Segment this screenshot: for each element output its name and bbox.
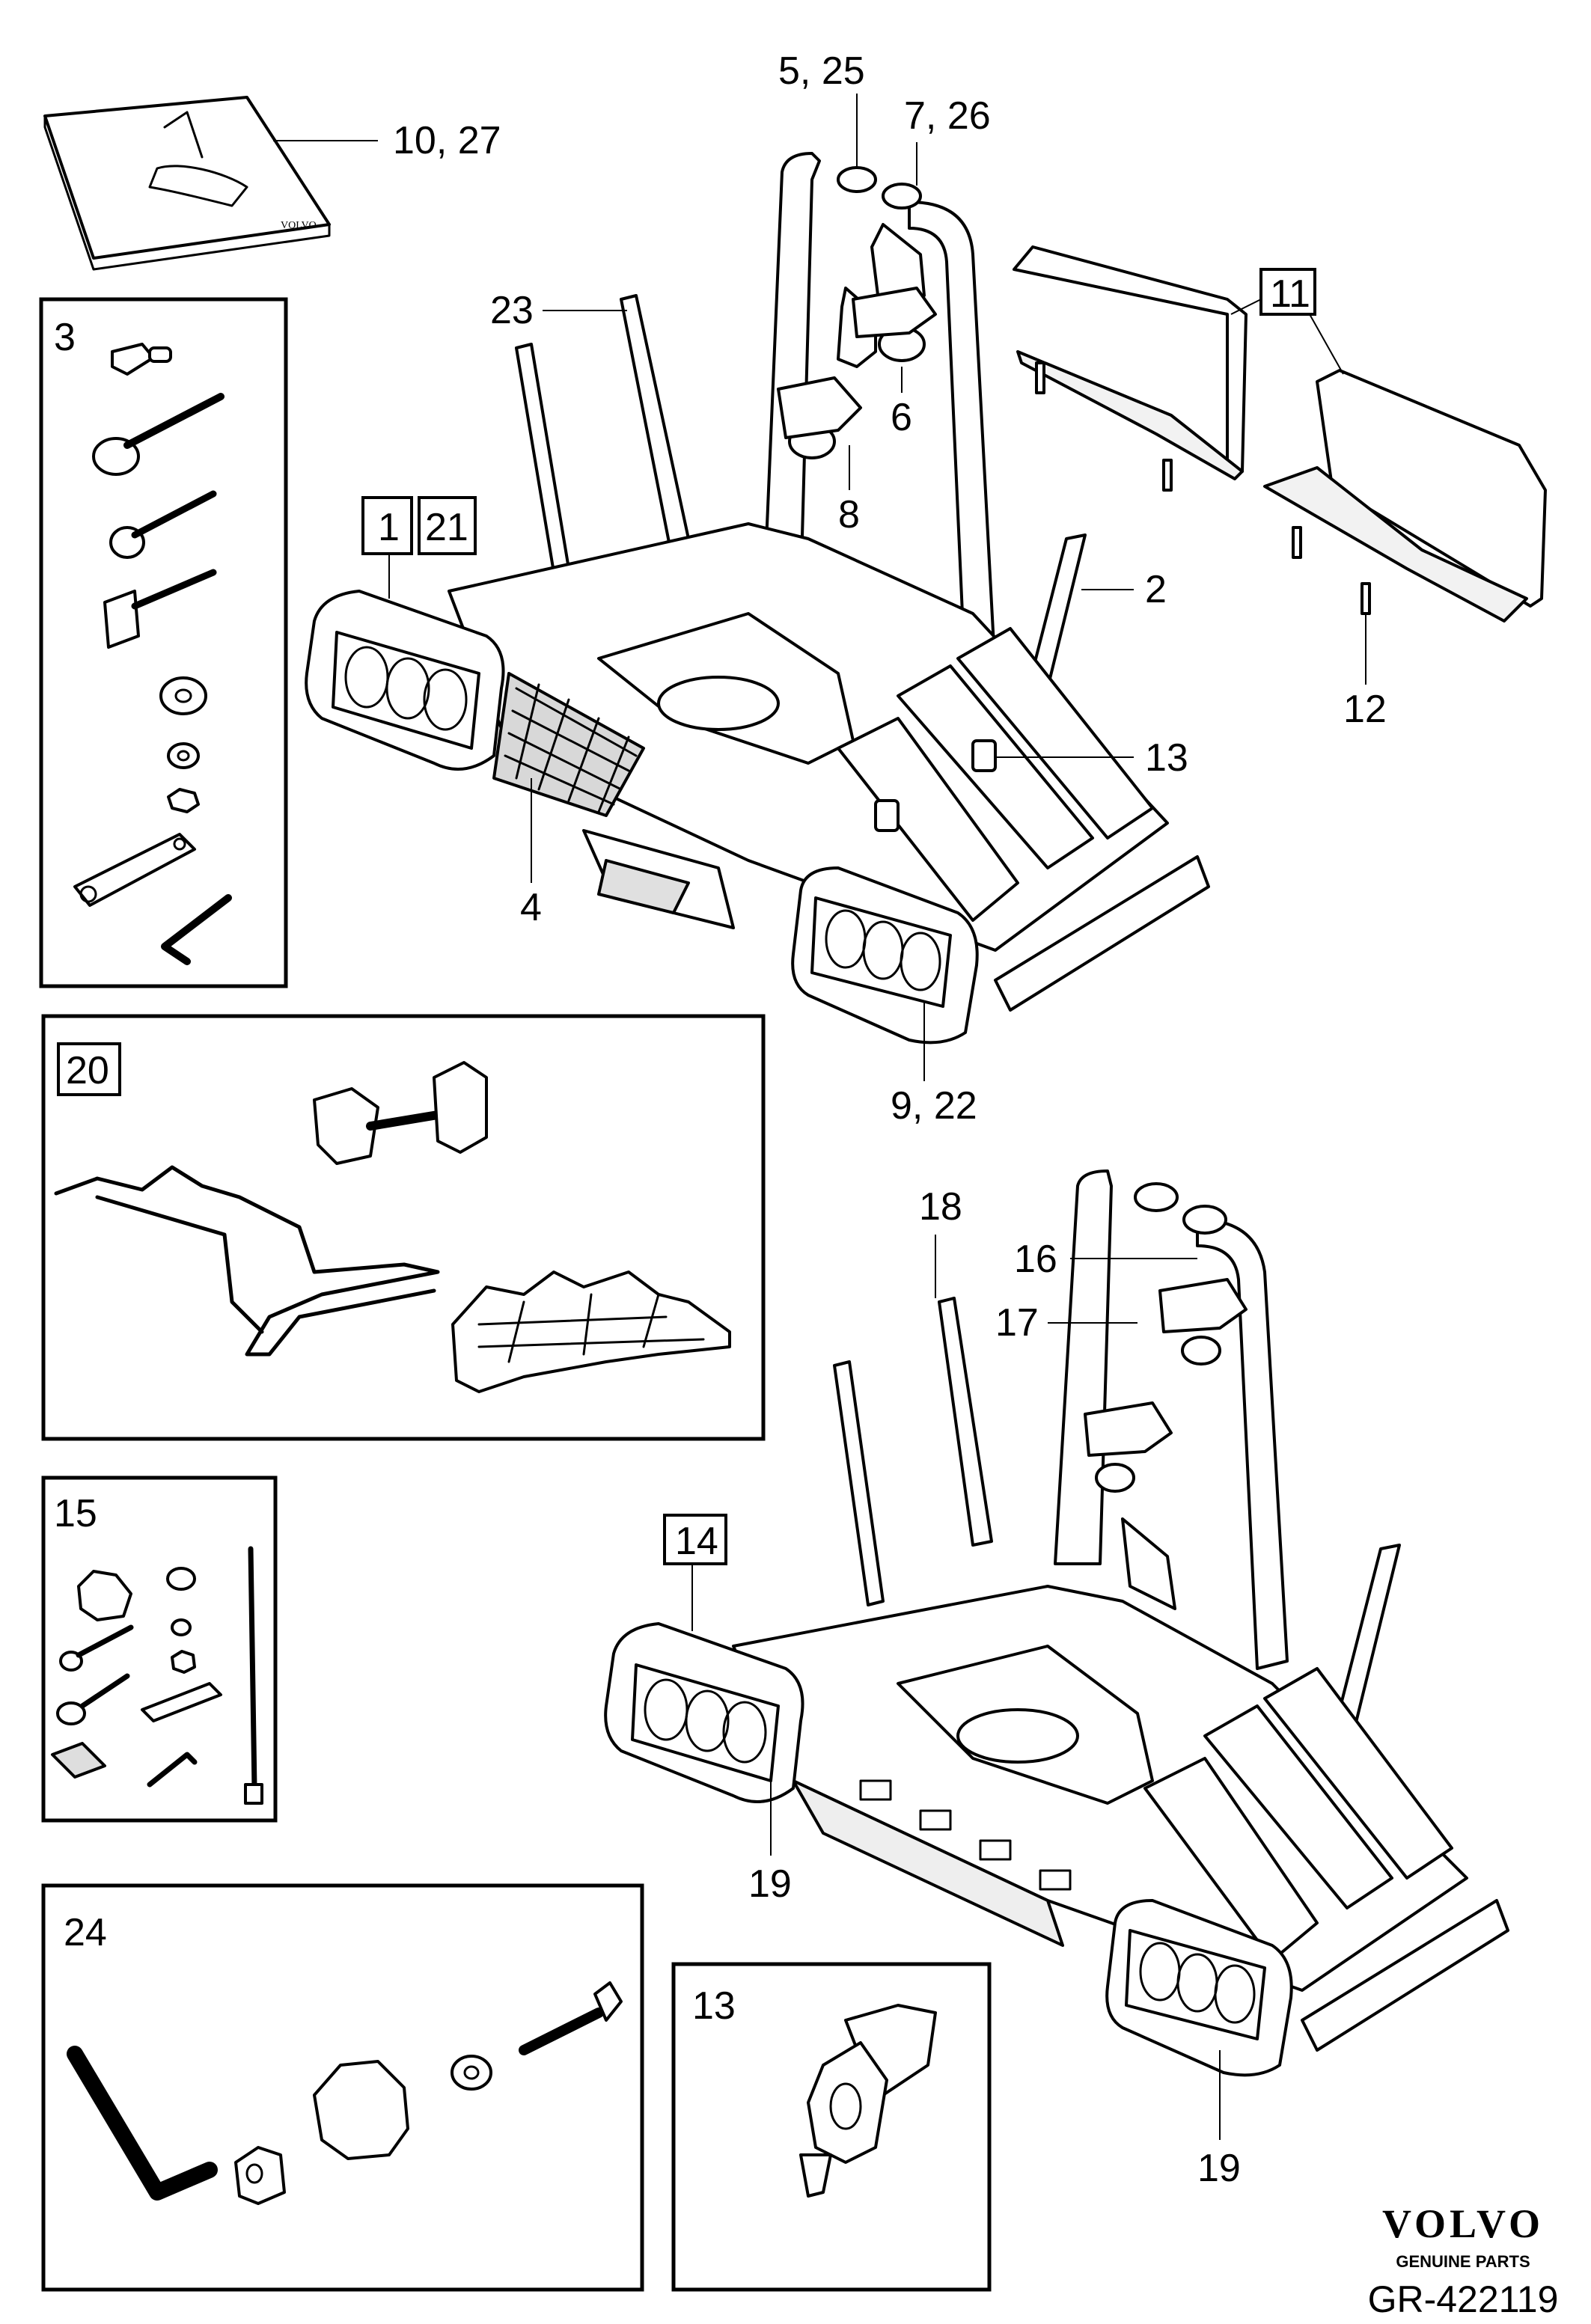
callout-24: 24 (64, 1911, 107, 1954)
panel-20 (41, 1014, 766, 1441)
callout-17: 17 (995, 1301, 1039, 1345)
box-21 (418, 496, 477, 555)
callout-11: 11 (1270, 272, 1310, 316)
callout-9-22: 9, 22 (891, 1084, 977, 1128)
box-1 (361, 496, 413, 555)
callout-18: 18 (919, 1185, 962, 1229)
callout-13-rack: 13 (1145, 736, 1188, 780)
callout-23: 23 (490, 289, 534, 332)
panel-3-hardware (73, 343, 232, 965)
box-11 (1259, 268, 1316, 316)
panel-13 (671, 1962, 992, 2292)
callout-12: 12 (1343, 688, 1387, 731)
bike-rack-upper (305, 152, 1210, 1045)
leader-11b (1309, 314, 1344, 375)
bike-rack-lower (604, 1169, 1509, 2077)
callout-6: 6 (891, 396, 912, 439)
callout-20: 20 (66, 1049, 109, 1092)
drawing-number: GR-422119 (1368, 2278, 1559, 2320)
panel-24-hardware (67, 1981, 623, 2205)
callout-4: 4 (520, 886, 542, 929)
panel-3 (39, 297, 288, 988)
callout-14: 14 (675, 1520, 718, 1563)
callout-7-26: 7, 26 (904, 94, 991, 138)
mud-flaps (1013, 245, 1547, 623)
callout-19b: 19 (1197, 2147, 1241, 2190)
callout-10-27: 10, 27 (393, 119, 501, 162)
panel-13-clamp (799, 2004, 937, 2198)
callout-21: 21 (425, 506, 468, 549)
callout-8: 8 (838, 493, 860, 536)
box-14 (663, 1514, 727, 1565)
callout-3: 3 (54, 316, 76, 359)
callout-1: 1 (378, 506, 400, 549)
box-20 (57, 1042, 121, 1096)
manual-booklet: VOLVO (43, 96, 331, 271)
callout-15: 15 (54, 1492, 97, 1535)
callout-13-detail: 13 (692, 1984, 736, 2028)
callout-19a: 19 (748, 1862, 792, 1906)
panel-15-hardware (51, 1546, 263, 1805)
leader-11a (1230, 299, 1262, 315)
callout-2: 2 (1145, 568, 1167, 611)
genuine-parts-text: GENUINE PARTS (1396, 2252, 1530, 2271)
callout-5-25: 5, 25 (778, 49, 865, 93)
callout-16: 16 (1014, 1238, 1057, 1281)
panel-15 (41, 1476, 278, 1823)
panel-20-parts (54, 1061, 731, 1393)
panel-24 (41, 1883, 644, 2292)
volvo-logo-text: VOLVO (1382, 2201, 1544, 2246)
manual-brand-text: VOLVO (281, 220, 317, 231)
